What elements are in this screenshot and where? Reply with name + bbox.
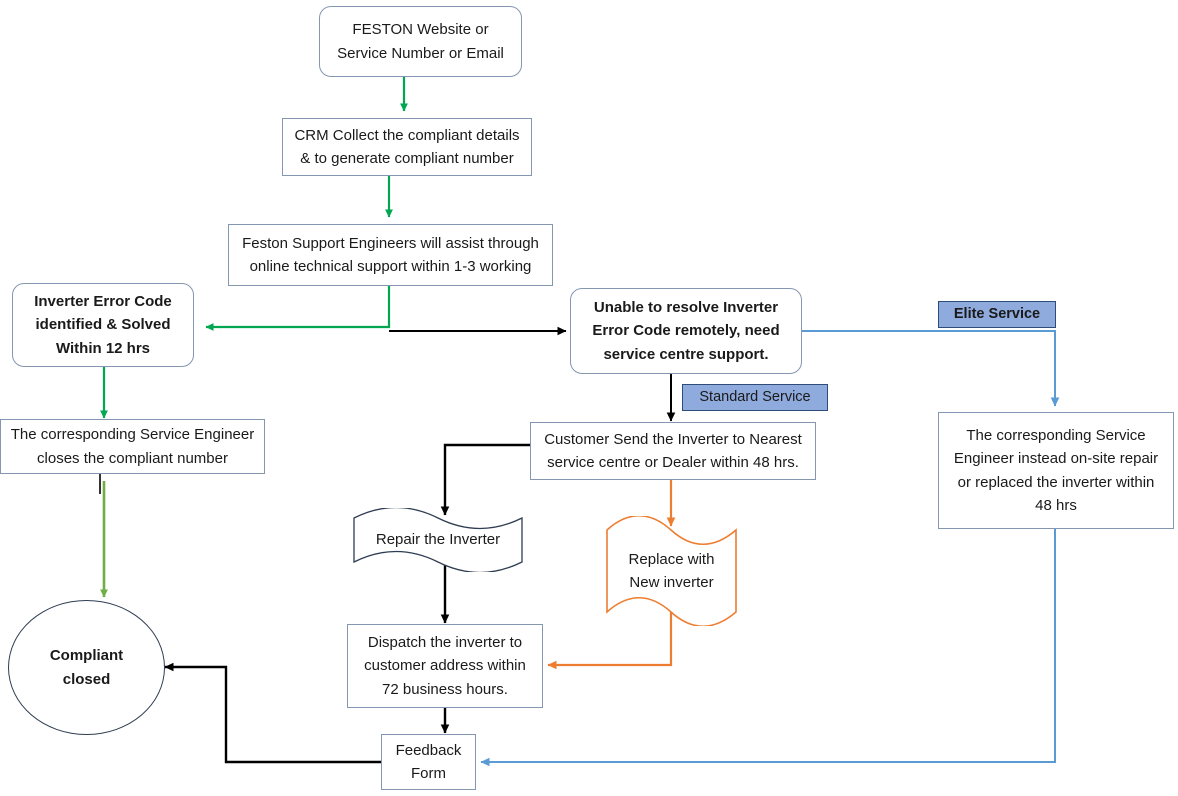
edge-onsite-to-feedback: [480, 529, 1056, 767]
node-crm-collect-label: CRM Collect the compliant details & to g…: [294, 126, 520, 167]
node-support-engineers-label: Feston Support Engineers will assist thr…: [242, 234, 539, 275]
node-support-engineers[interactable]: Feston Support Engineers will assist thr…: [228, 224, 553, 286]
node-customer-send-inverter-label: Customer Send the Inverter to Nearest se…: [544, 430, 802, 471]
node-unable-to-resolve[interactable]: Unable to resolve Inverter Error Code re…: [570, 288, 802, 374]
node-repair-inverter-label: Repair the Inverter: [375, 531, 501, 549]
node-compliant-closed-label: Compliant closed: [49, 647, 124, 688]
node-compliant-closed[interactable]: Compliant closed: [8, 600, 165, 735]
node-crm-collect[interactable]: CRM Collect the compliant details & to g…: [282, 118, 532, 176]
label-elite-service-text: Elite Service: [953, 306, 1041, 323]
node-close-compliant-number[interactable]: The corresponding Service Engineer close…: [0, 419, 265, 474]
edge-send-to-repair: [440, 443, 530, 516]
node-replace-inverter-label: Replace with New inverter: [628, 550, 715, 591]
node-onsite-repair-label: The corresponding Service Engineer inste…: [953, 427, 1159, 514]
edge-support-to-solved: [205, 286, 391, 331]
label-standard-service[interactable]: Standard Service: [682, 384, 828, 411]
wave-shape-replace: [606, 516, 737, 626]
node-dispatch-inverter[interactable]: Dispatch the inverter to customer addres…: [347, 624, 543, 708]
node-customer-send-inverter[interactable]: Customer Send the Inverter to Nearest se…: [530, 422, 816, 480]
node-entry-channels-label: FESTON Website or Service Number or Emai…: [337, 21, 504, 62]
node-onsite-repair[interactable]: The corresponding Service Engineer inste…: [938, 412, 1174, 529]
node-error-code-solved-label: Inverter Error Code identified & Solved …: [34, 293, 172, 357]
wave-shape-repair: [353, 508, 523, 572]
node-entry-channels[interactable]: FESTON Website or Service Number or Emai…: [319, 6, 522, 77]
node-feedback-form[interactable]: Feedback Form: [381, 734, 476, 790]
node-error-code-solved[interactable]: Inverter Error Code identified & Solved …: [12, 283, 194, 367]
node-unable-to-resolve-label: Unable to resolve Inverter Error Code re…: [592, 299, 780, 363]
node-feedback-form-label: Feedback Form: [395, 741, 462, 782]
node-repair-inverter[interactable]: Repair the Inverter: [352, 508, 524, 572]
label-elite-service[interactable]: Elite Service: [938, 301, 1056, 328]
node-close-compliant-number-label: The corresponding Service Engineer close…: [10, 426, 255, 467]
edge-unresolved-to-onsite: [802, 330, 1060, 407]
node-replace-inverter[interactable]: Replace with New inverter: [605, 516, 738, 626]
node-dispatch-inverter-label: Dispatch the inverter to customer addres…: [364, 634, 526, 698]
label-standard-service-text: Standard Service: [699, 389, 811, 406]
